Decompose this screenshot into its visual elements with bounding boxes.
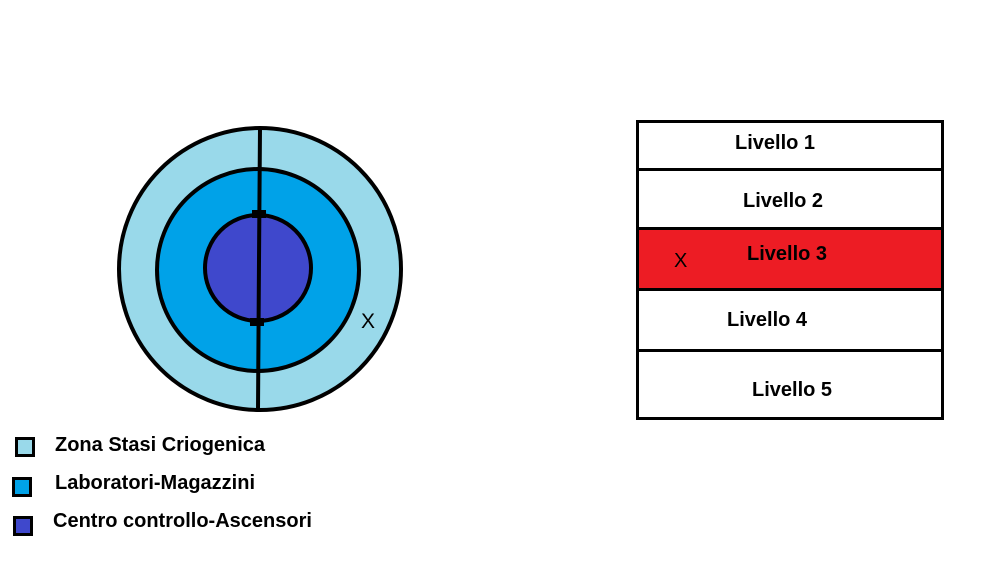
legend-label-control: Centro controllo-Ascensori <box>53 510 312 532</box>
level-label: Livello 1 <box>735 132 816 154</box>
legend-label-labs: Laboratori-Magazzini <box>55 472 256 494</box>
legend-swatch-labs <box>12 477 32 497</box>
legend-label-cryo: Zona Stasi Criogenica <box>55 434 266 456</box>
level-marker-x: X <box>674 250 688 272</box>
level-row-4: Livello 4 <box>636 288 944 352</box>
legend-swatch-cryo <box>15 437 35 457</box>
divider-line <box>256 127 262 411</box>
level-row-3: X Livello 3 <box>636 227 944 291</box>
elevator-node-bottom <box>250 318 264 326</box>
level-row-2: Livello 2 <box>636 168 944 230</box>
level-label: Livello 4 <box>727 309 808 331</box>
legend-swatch-control <box>13 516 33 536</box>
level-row-5: Livello 5 <box>636 349 944 420</box>
level-label: Livello 2 <box>743 190 824 212</box>
level-label: Livello 5 <box>752 379 833 401</box>
level-row-1: Livello 1 <box>636 120 944 171</box>
map-marker-x: X <box>361 310 376 333</box>
level-label: Livello 3 <box>747 243 828 265</box>
elevator-node-top <box>252 210 266 218</box>
